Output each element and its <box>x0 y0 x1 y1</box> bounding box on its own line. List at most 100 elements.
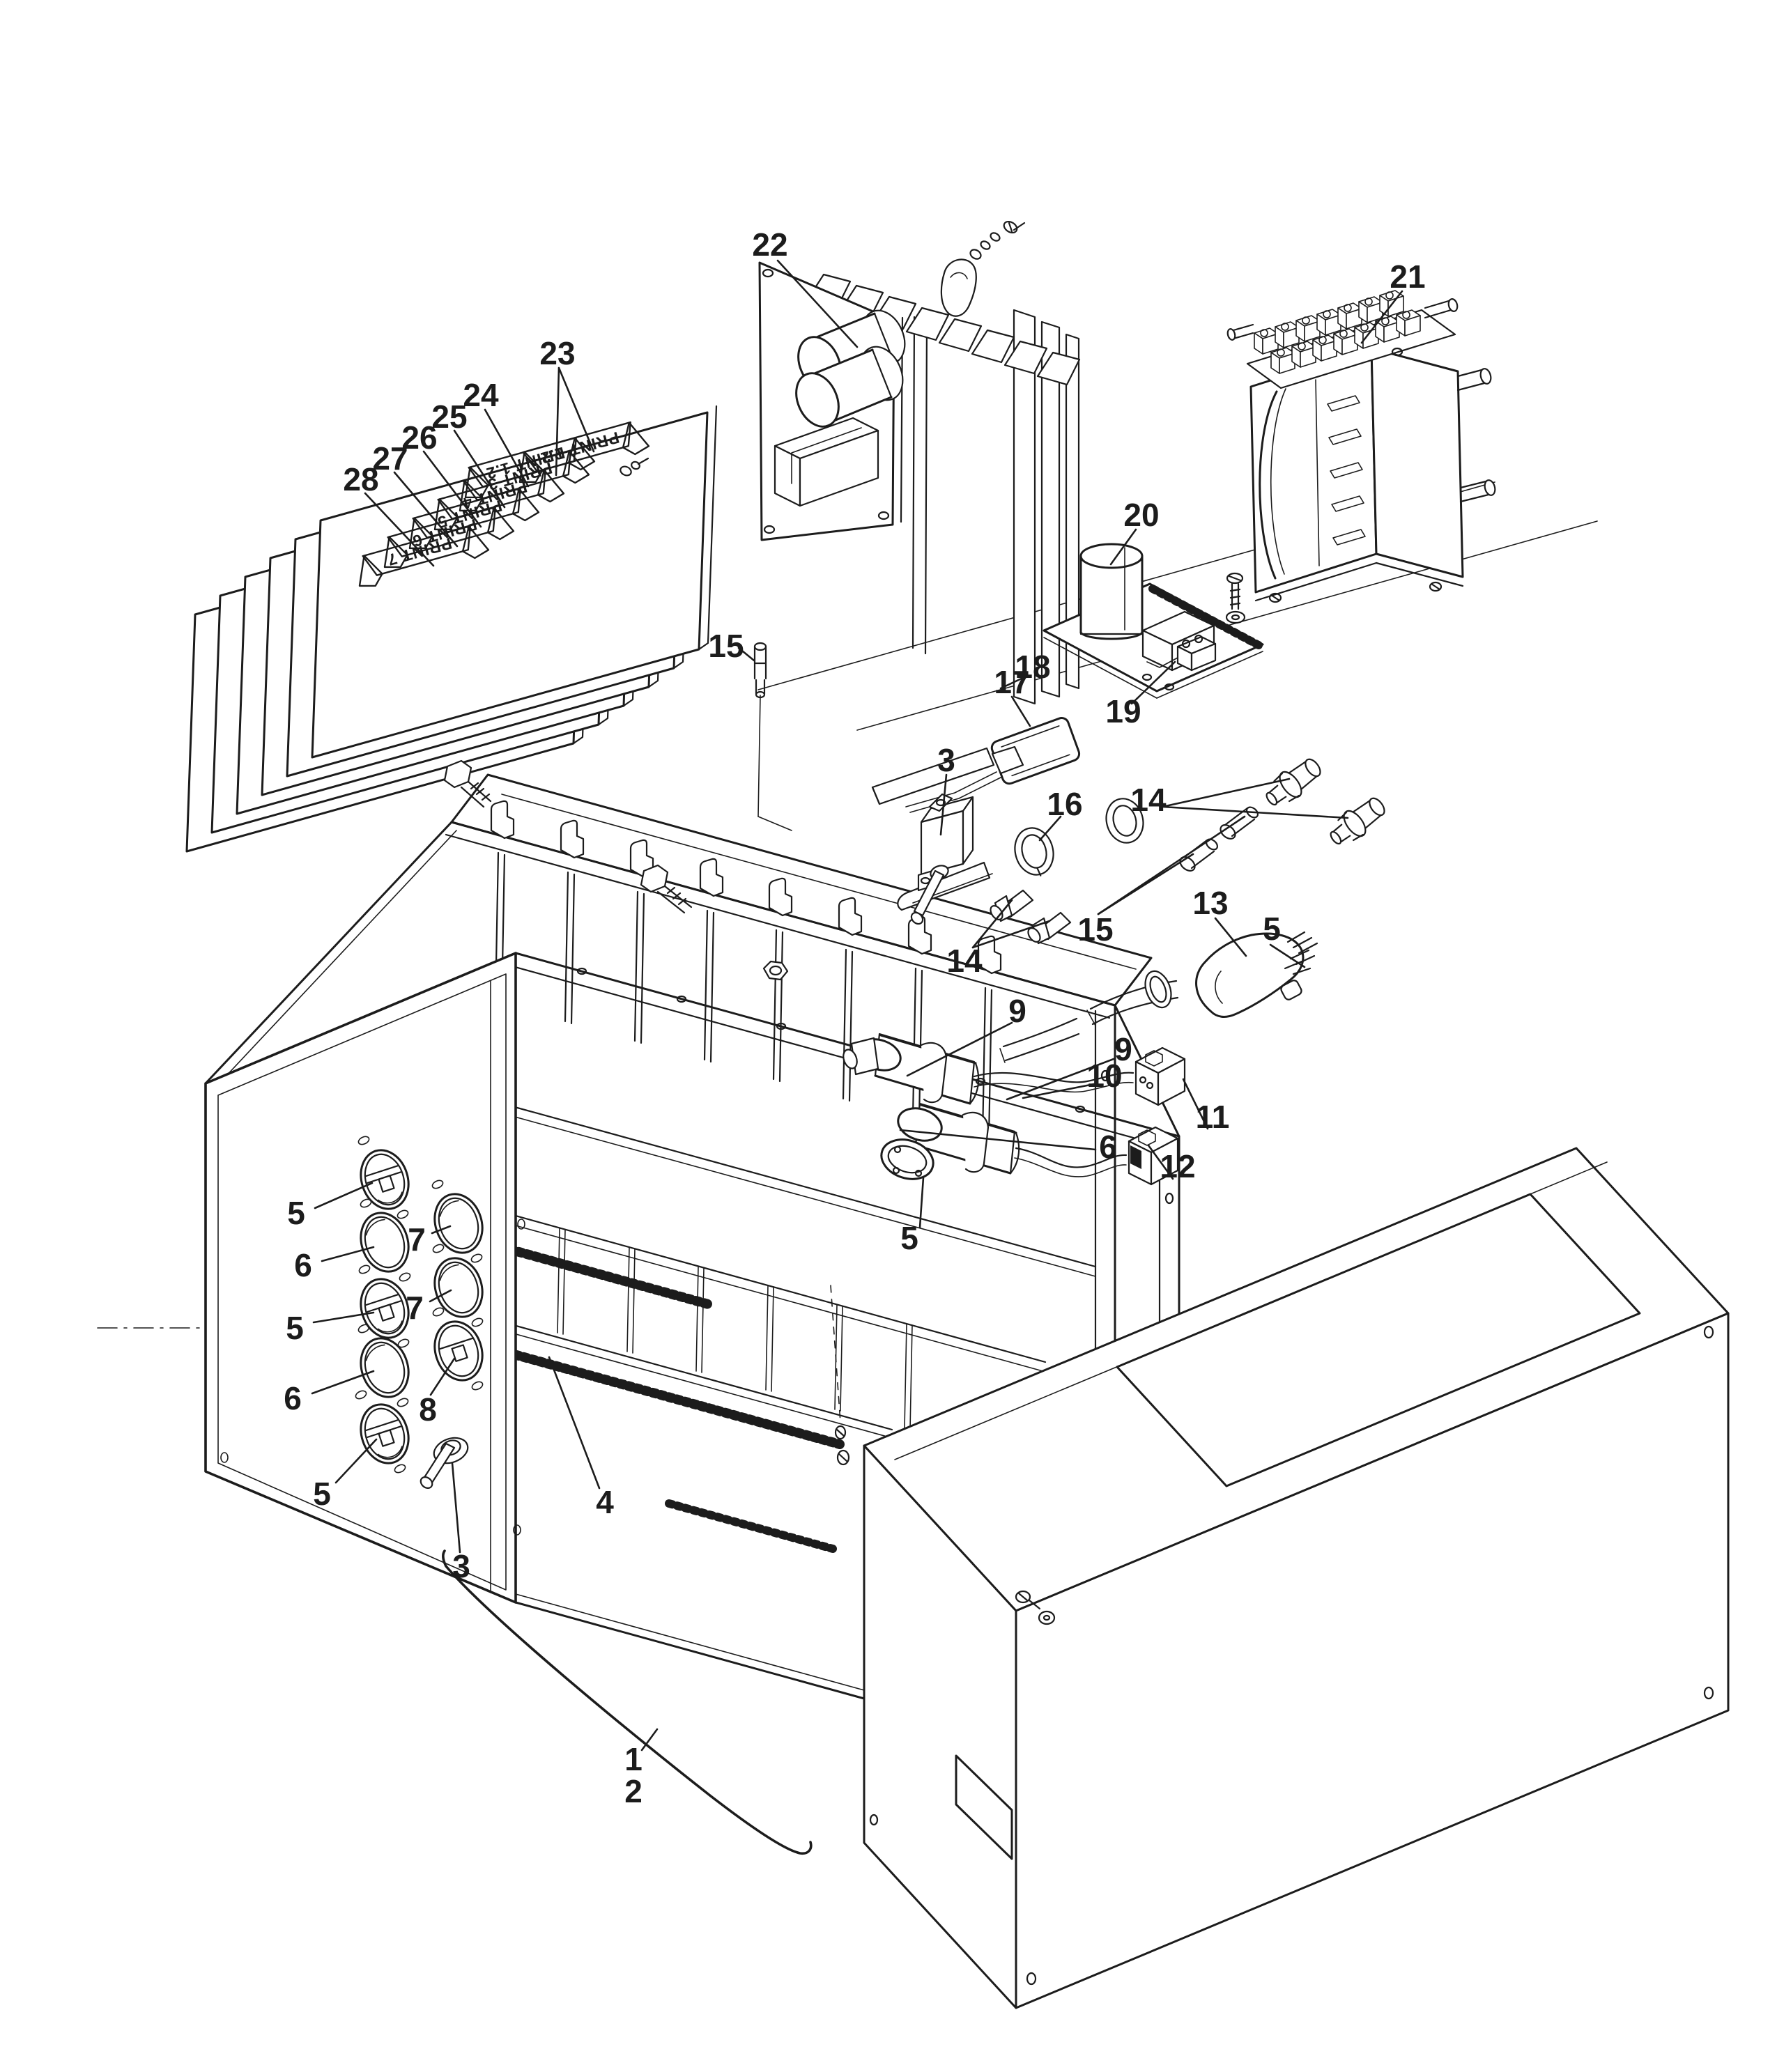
callout-leader-line <box>557 366 595 453</box>
pcb-transformer-block <box>774 417 879 507</box>
fuse-holder <box>1266 758 1321 806</box>
callout-leader-line <box>899 1129 1097 1151</box>
internal-connectors <box>843 931 1318 1186</box>
callout-leader-line <box>431 1225 452 1235</box>
panel-hole-socket <box>433 1320 484 1382</box>
rear-panel-band <box>450 773 1153 1007</box>
callout-7: 7 <box>408 1221 426 1258</box>
screw-and-washer <box>1225 572 1246 624</box>
callout-leader-line <box>364 492 435 567</box>
mounting-bracket <box>1254 562 1464 603</box>
callout-leader-line <box>321 1246 375 1262</box>
callout-5: 5 <box>1263 911 1281 947</box>
callout-leader-line <box>1130 660 1176 705</box>
rear-panel-parts <box>443 717 1385 981</box>
callout-leader-line <box>776 259 859 348</box>
callout-9: 9 <box>1008 993 1026 1029</box>
callout-leader-line <box>1097 815 1246 915</box>
panel-screw-holes <box>355 1136 484 1474</box>
callout-5: 5 <box>313 1476 331 1512</box>
hex-bolt <box>640 864 693 914</box>
ring-washer <box>1105 798 1144 844</box>
callout-leader-line <box>548 1356 601 1490</box>
wire-connector <box>1134 1046 1186 1106</box>
multi-pin-plug <box>999 931 1318 1063</box>
callout-leader-line <box>906 1021 1013 1077</box>
toggle-switch <box>910 793 974 925</box>
callout-10: 10 <box>1086 1058 1122 1094</box>
cover-screw <box>1015 1590 1056 1625</box>
screw <box>1220 806 1259 840</box>
panel-hole-socket <box>360 1403 410 1464</box>
callout-leader-line <box>939 773 948 836</box>
card-cage-chassis <box>204 773 1180 1700</box>
vent-louvers-side <box>955 1754 1013 1860</box>
callout-5: 5 <box>287 1195 305 1231</box>
callout-leader-line <box>971 899 1013 949</box>
fuse-cap <box>990 889 1034 922</box>
cable-plug <box>905 717 1081 813</box>
capacitor-can <box>1079 543 1144 640</box>
callout-leader-line <box>1038 815 1062 842</box>
callout-leader-line <box>737 647 755 662</box>
callout-13: 13 <box>1192 885 1228 921</box>
callout-26: 26 <box>401 419 437 456</box>
callout-15: 15 <box>1077 911 1113 948</box>
callout-leader-line <box>1109 528 1137 566</box>
callout-14: 14 <box>1130 782 1167 818</box>
callout-15: 15 <box>708 628 744 664</box>
hex-nut <box>762 960 789 981</box>
callout-14: 14 <box>946 943 983 979</box>
terminal-blocks <box>1254 290 1421 374</box>
callout-16: 16 <box>1047 786 1082 822</box>
callout-leader-line <box>1360 290 1403 344</box>
circuit-board-stack <box>185 405 718 853</box>
screw <box>1179 838 1218 872</box>
bottom-cover-outline <box>442 1549 813 1855</box>
cylinder-connector <box>880 1102 1020 1180</box>
callout-leader-line <box>1010 695 1031 727</box>
mounting-studs <box>1226 298 1496 503</box>
callout-2: 2 <box>624 1773 643 1809</box>
toggle-switch <box>420 1437 469 1489</box>
callout-20: 20 <box>1123 497 1159 533</box>
enclosure-cover <box>863 1147 1730 2009</box>
connector-rod <box>871 747 995 805</box>
lamination-slots <box>1327 395 1366 546</box>
vent-louvers <box>1116 1193 1641 1487</box>
callout-leader-line <box>1269 943 1306 968</box>
callout-leader-line <box>1022 1083 1095 1099</box>
callout-11: 11 <box>1196 1099 1230 1135</box>
callout-leader-line <box>555 366 560 477</box>
callout-leader-line <box>314 1182 374 1209</box>
callout-27: 27 <box>372 440 408 477</box>
heatsink-fins <box>807 273 1081 705</box>
callout-28: 28 <box>343 461 378 497</box>
callout-25: 25 <box>431 399 467 435</box>
callout-23: 23 <box>539 335 575 371</box>
cylinder-connector <box>843 1033 980 1105</box>
callout-7: 7 <box>406 1290 424 1326</box>
fuse-cap <box>1027 911 1072 945</box>
callout-leader-line <box>999 676 1026 690</box>
callout-leader-line <box>1147 1144 1174 1180</box>
callout-18: 18 <box>1015 649 1050 685</box>
callout-12: 12 <box>1160 1148 1195 1184</box>
hex-bolt <box>443 759 492 808</box>
callout-leader-line <box>1161 805 1349 819</box>
callout-leader-line <box>1182 1078 1209 1130</box>
callout-leader-line <box>422 450 482 528</box>
panel-hole <box>433 1257 484 1318</box>
callout-leader-line <box>1161 778 1291 808</box>
callout-4: 4 <box>596 1484 614 1520</box>
callout-6: 6 <box>284 1380 302 1416</box>
heatsink-assembly <box>753 220 1081 705</box>
power-transformer <box>1226 290 1496 603</box>
callout-3: 3 <box>452 1548 470 1584</box>
callout-leader-line <box>918 1176 925 1229</box>
relay <box>1141 634 1217 691</box>
callout-leader-line <box>429 1357 456 1396</box>
callout-leader-line <box>334 1438 378 1484</box>
fuse-holder <box>1330 797 1385 845</box>
